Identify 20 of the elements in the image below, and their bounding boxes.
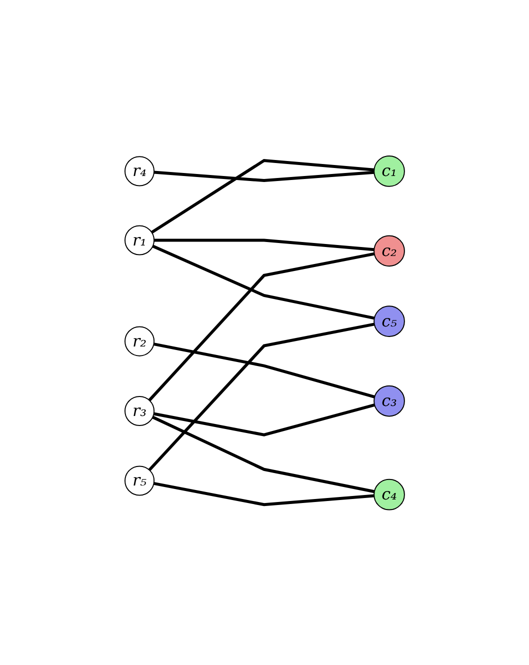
node-circle: c₁ [373, 155, 405, 186]
connector [152, 244, 374, 320]
connector [150, 158, 374, 234]
connector [153, 342, 375, 398]
node-circle: c₂ [373, 234, 405, 266]
node-circle: r₁ [124, 224, 154, 255]
node-circle: r₂ [124, 326, 154, 356]
node-circle: r₃ [124, 396, 154, 426]
connector [153, 482, 374, 506]
node-circle: c₃ [373, 384, 405, 416]
node-circle: r₅ [124, 465, 154, 496]
connector [154, 170, 374, 182]
connector [148, 252, 374, 401]
node-circle: r₄ [124, 156, 154, 186]
connector [152, 415, 374, 493]
node-circle: c₅ [373, 305, 405, 337]
connector [154, 238, 374, 251]
connector [148, 322, 374, 471]
node-circle: c₄ [373, 478, 405, 510]
connector [153, 403, 375, 436]
